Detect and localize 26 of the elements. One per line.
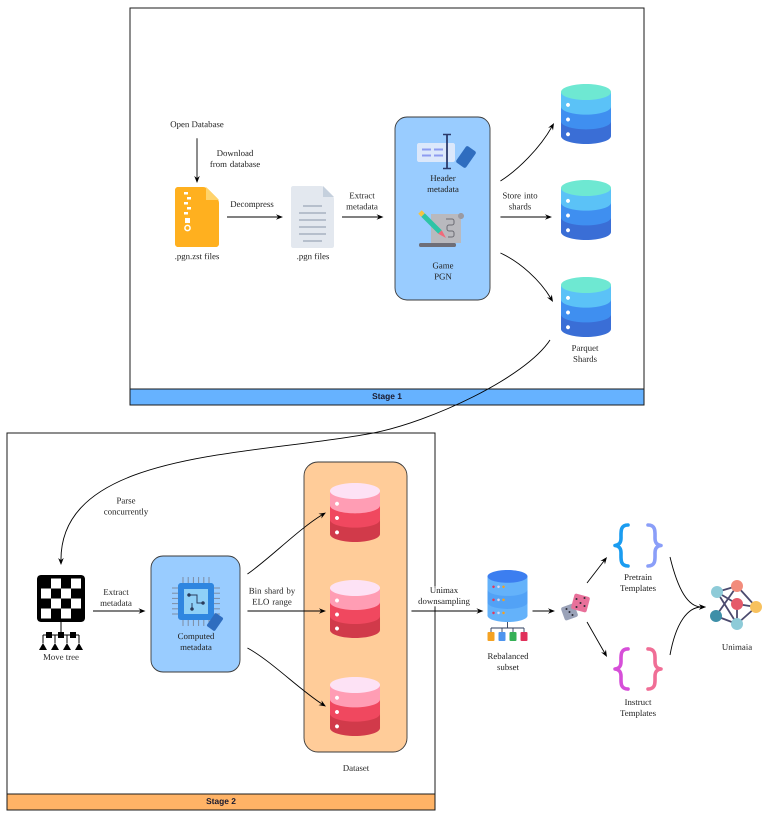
database-cylinder bbox=[330, 677, 380, 736]
node-label: Unimaia bbox=[722, 644, 752, 650]
node-label: Move tree bbox=[43, 654, 79, 660]
node-label: Dataset bbox=[343, 765, 370, 771]
node-label: Open Database bbox=[170, 121, 224, 129]
edge-label: Decompress bbox=[230, 201, 274, 209]
edge-label: Unimax downsampling bbox=[416, 586, 472, 606]
database-cylinder bbox=[330, 483, 380, 542]
node-label: .pgn.zst files bbox=[175, 252, 220, 262]
node-label: Pretrain Templates bbox=[620, 574, 656, 593]
edge-label: Download from database bbox=[210, 150, 260, 168]
edge-label: Extract metadata bbox=[100, 589, 132, 606]
edge-label: Bin shard by ELO range bbox=[249, 588, 296, 606]
node-label: Header metadata bbox=[427, 174, 459, 192]
database-cylinder bbox=[561, 180, 611, 240]
database-cylinder bbox=[330, 580, 380, 638]
edge-label: Extract metadata bbox=[346, 192, 378, 210]
node-label: Instruct Templates bbox=[620, 699, 656, 718]
edge-label: Store into shards bbox=[503, 192, 538, 210]
node-label: Game PGN bbox=[432, 262, 454, 280]
database-cylinder bbox=[561, 84, 611, 144]
node-label: Parquet Shards bbox=[572, 345, 598, 362]
node-label: .pgn files bbox=[297, 252, 330, 262]
dice-icon bbox=[561, 594, 590, 620]
edge-label: Parse concurrently bbox=[104, 498, 148, 516]
node-label: Rebalanced subset bbox=[488, 652, 528, 670]
